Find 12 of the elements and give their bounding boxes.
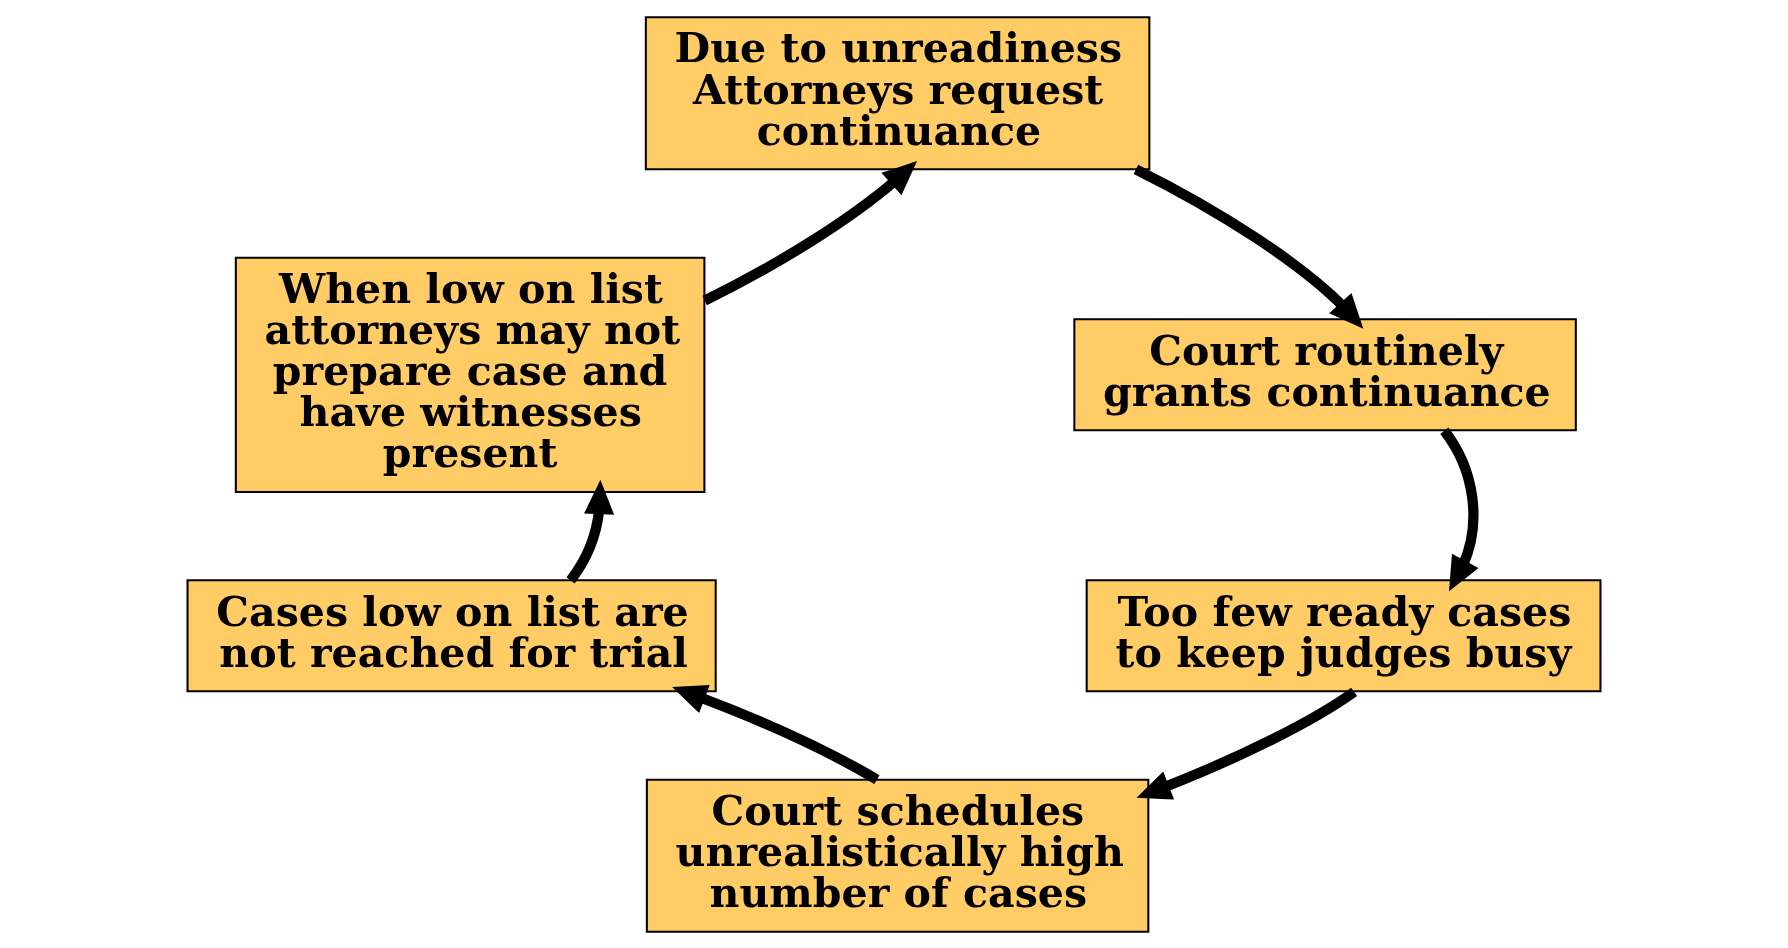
arrow (1440, 427, 1479, 591)
node-box: Too few ready cases to keep judges busy (1085, 578, 1602, 692)
node-box: Court schedules unrealistically high number of cases (645, 778, 1150, 933)
arrow (672, 684, 880, 784)
arrow (1133, 164, 1364, 329)
node-box: Court routinely grants continuance (1073, 317, 1577, 431)
arrow (566, 479, 615, 583)
node-box: When low on list attorneys may not prepare case and have witnesses present (234, 256, 706, 493)
arrow (702, 160, 918, 305)
arrow (1136, 687, 1358, 800)
node-box: Cases low on list are not reached for trial (186, 578, 717, 692)
node-box: Due to unreadiness Attorneys request continuance (644, 15, 1151, 170)
